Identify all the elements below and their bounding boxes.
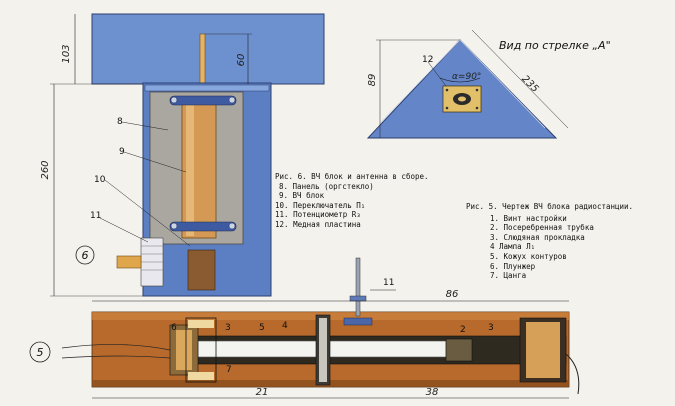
figure-6-legend: Рис. 6. ВЧ блок и антенна в сборе. 8. Па…: [275, 172, 429, 230]
callout-11: 11: [90, 211, 101, 221]
view-a-drawing: α=90° 12 89 235 Вид по стрелке „А": [366, 29, 611, 139]
figure-6-item: 9. ВЧ блок: [279, 191, 325, 201]
figure-5-caption: Рис. 5. Чертеж ВЧ блока радиостанции.: [466, 202, 634, 211]
antenna-rod: [199, 33, 206, 87]
dim-view-a-side: 235: [519, 74, 540, 95]
dim-left-length: 21: [256, 387, 269, 398]
callout-5: 5: [259, 323, 265, 333]
figure-6-item: 11. Потенциометр R₃: [275, 210, 361, 220]
tuning-screw: [355, 257, 361, 317]
figure-6-item: 8. Панель (оргстекло): [279, 181, 374, 191]
figure-5-item: 5. Кожух контуров: [490, 251, 567, 261]
figure-6-item: 10. Переключатель П₁: [275, 200, 366, 210]
figure-5-legend: Рис. 5. Чертеж ВЧ блока радиостанции. 1.…: [466, 202, 666, 281]
figure-5-item: 6. Плунжер: [490, 261, 536, 271]
dim-antenna-height: 60: [236, 54, 247, 67]
figure-5-number-badge: [29, 341, 51, 363]
figure-6-number: 6: [82, 249, 89, 262]
callout-4: 4: [282, 321, 288, 331]
view-a-title: Вид по стрелке „А": [499, 39, 611, 52]
dim-right-length: 38: [426, 387, 439, 398]
top-clamp: [169, 95, 237, 106]
figure-6-item: 12. Медная пластина: [275, 219, 361, 229]
potentiometer: [187, 249, 216, 291]
callout-9: 9: [119, 147, 125, 157]
callout-6: 6: [171, 323, 177, 333]
output-wire: [565, 353, 580, 395]
view-a-callout-12: 12: [422, 55, 433, 65]
callout-10: 10: [94, 175, 106, 185]
connector: [116, 255, 142, 269]
figure-5-item: 3. Слюдяная прокладка: [490, 232, 585, 242]
callout-7: 7: [226, 365, 232, 375]
bottom-clamp: [169, 221, 237, 232]
callout-11-fig5: 11: [383, 278, 394, 288]
dim-view-a-height: 89: [367, 74, 378, 87]
figure-5-drawing: 6 3 5 4 2 3 7 11 86 21 38 5: [29, 257, 580, 399]
dim-top-height: 103: [61, 44, 72, 63]
callout-3-left: 3: [225, 323, 231, 333]
figure-5-item: 7. Цанга: [490, 271, 527, 281]
view-a-angle: α=90°: [452, 72, 481, 82]
dim-total-height: 260: [40, 160, 51, 179]
figure-5-item: 2. Посеребренная трубка: [490, 223, 594, 233]
callout-8: 8: [117, 117, 123, 127]
callout-3-right: 3: [488, 323, 494, 333]
top-block: [91, 13, 325, 85]
collet-frame: [185, 317, 217, 383]
dim-top-length: 86: [446, 289, 459, 300]
figure-6-drawing: 103 60 260 8 9 10 11 6: [40, 13, 325, 297]
figure-6-number-badge: [75, 245, 95, 265]
figure-5-item: 4 Лампа Л₁: [490, 242, 536, 252]
figure-5-item: 1. Винт настройки: [490, 213, 567, 223]
figure-5-number: 5: [37, 346, 44, 359]
callout-2: 2: [460, 325, 466, 335]
figure-6-caption: Рис. 6. ВЧ блок и антенна в сборе.: [275, 172, 429, 181]
